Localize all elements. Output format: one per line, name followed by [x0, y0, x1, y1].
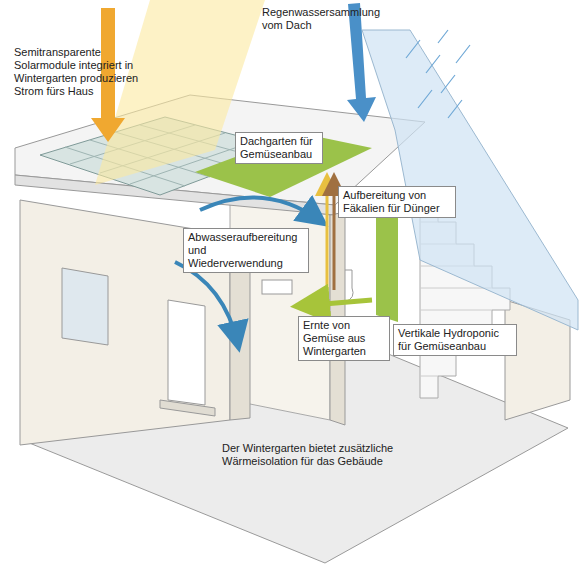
harvest-arrow [300, 300, 372, 306]
doorstep [160, 400, 215, 416]
callout-text: Aufbereitung von Fäkalien für Dünger [343, 189, 451, 215]
callout-text: Ernte von Gemüse aus Wintergarten [303, 319, 385, 358]
callout-box: Abwasseraufbereitung und Wiederverwendun… [183, 228, 309, 273]
callout-box: Vertikale Hydroponic für Gemüseanbau [393, 324, 517, 356]
callout-box: Dachgarten für Gemüseanbau [235, 132, 323, 164]
rain-arrow [347, 3, 376, 122]
fertilizer-arrow [333, 178, 336, 290]
annotation: Semitransparente Solarmodule integriert … [14, 46, 154, 98]
rain [406, 30, 470, 118]
callout-text: Vertikale Hydroponic für Gemüseanbau [398, 327, 512, 353]
annotation: Regenwassersammlung vom Dach [262, 6, 387, 32]
glass-roof [362, 30, 578, 330]
callout-text: Abwasseraufbereitung und Wiederverwendun… [188, 231, 304, 270]
fertilizer-arrow [326, 178, 329, 290]
annotation: Der Wintergarten bietet zusätzliche Wärm… [222, 442, 402, 468]
sink [262, 280, 292, 294]
callout-box: Ernte von Gemüse aus Wintergarten [298, 316, 390, 361]
window [62, 268, 108, 345]
door [168, 300, 205, 405]
water-arrow [175, 262, 238, 345]
callout-text: Dachgarten für Gemüseanbau [240, 135, 318, 161]
water-arrow [200, 198, 322, 223]
callout-box: Aufbereitung von Fäkalien für Dünger [338, 186, 456, 218]
